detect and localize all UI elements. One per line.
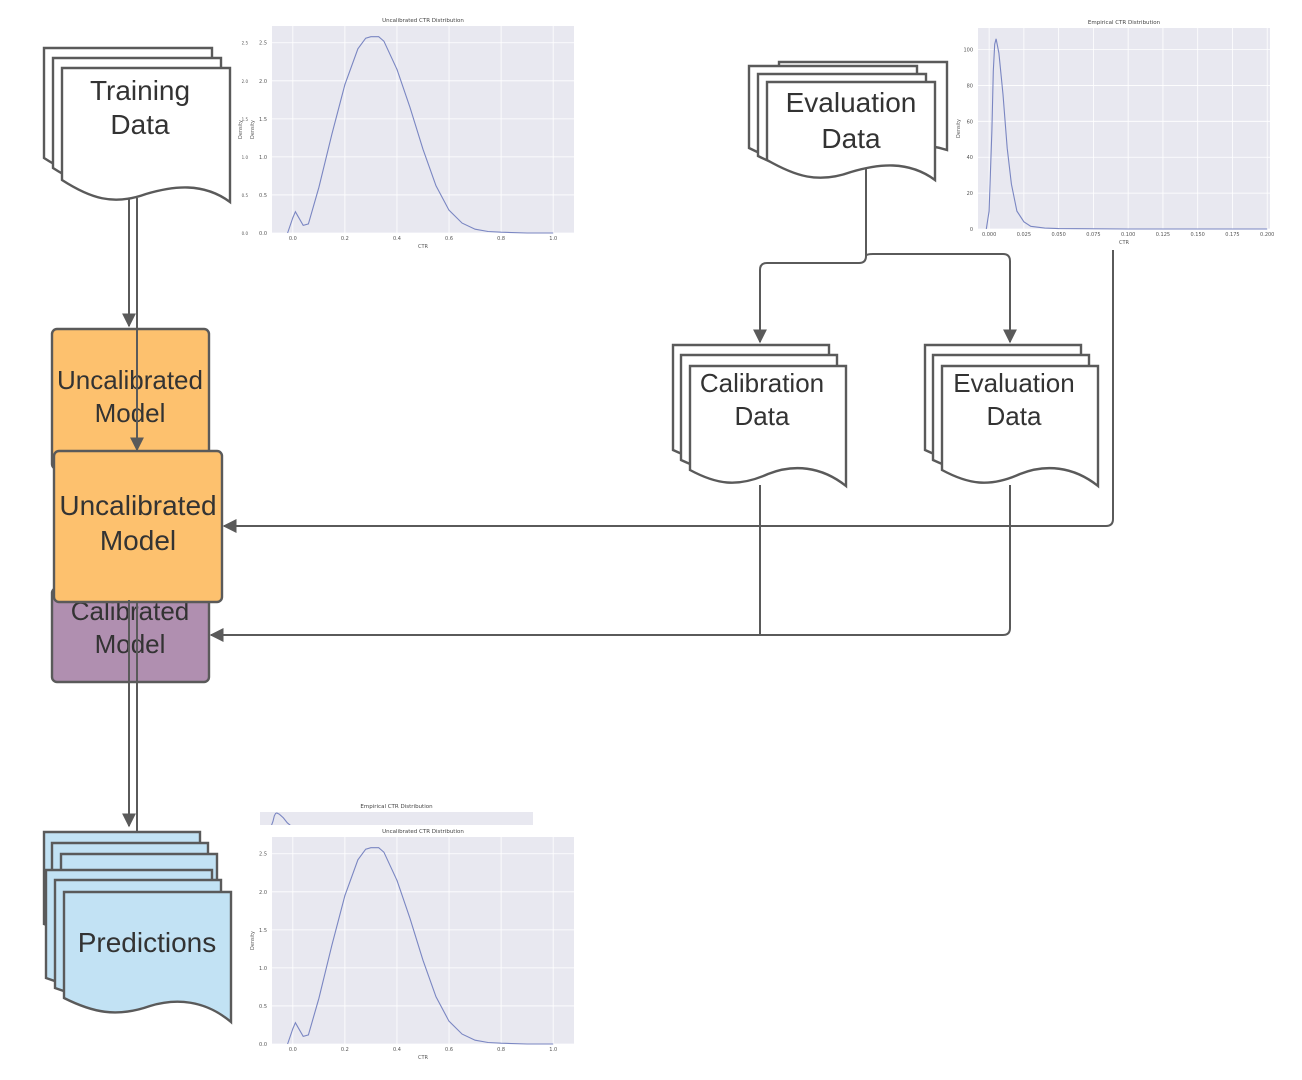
- chart-xtick-label: 0.8: [497, 236, 505, 242]
- chart-title: Uncalibrated CTR Distribution: [382, 18, 464, 24]
- chart-ytick-label-dup: 2.5: [242, 41, 249, 46]
- chart-xtick-label: 0.025: [1017, 232, 1031, 238]
- chart-xtick-label: 0.4: [393, 236, 401, 242]
- chart-ytick-label-dup: 1.0: [242, 155, 249, 160]
- arrow-eval-to-calibration: [753, 165, 867, 344]
- chart-xtick-label: 0.0: [289, 1047, 297, 1053]
- chart-xlabel: CTR: [418, 1055, 429, 1061]
- evaluation-top-sheet-front: [765, 80, 937, 183]
- predictions-node: Predictions: [42, 830, 233, 1025]
- chart-ytick-label: 80: [967, 83, 973, 89]
- chart-ytick-label: 0.0: [259, 1042, 267, 1048]
- connectors-overlay: [128, 329, 144, 866]
- chart-ylabel: Density: [956, 119, 962, 138]
- evaluation-mid-sheet-front: [940, 364, 1100, 489]
- chart-title: Empirical CTR Distribution: [1088, 20, 1161, 26]
- chart-xtick-label: 0.8: [497, 1047, 505, 1053]
- chart-xtick-label: 0.6: [445, 1047, 453, 1053]
- chart-ytick-label: 1.5: [259, 117, 267, 123]
- chart-ytick-label: 60: [967, 119, 973, 125]
- chart-ytick-label: 20: [967, 191, 973, 197]
- chart-xtick-label: 0.175: [1225, 232, 1239, 238]
- connectors: [122, 165, 1114, 868]
- chart-ytick-label: 2.5: [259, 41, 267, 47]
- chart-title: Empirical CTR Distribution: [360, 804, 433, 810]
- chart-ytick-label-dup: 0.5: [242, 193, 249, 198]
- chart-1: Uncalibrated CTR Distribution 0.0 0.2 0.4 0.…: [233, 15, 580, 250]
- chart-ytick-label: 0.5: [259, 193, 267, 199]
- chart-ylabel-dup: Density: [238, 120, 244, 139]
- chart-xtick-label: 0.4: [393, 1047, 401, 1053]
- chart-4: Uncalibrated CTR Distribution 0.0 0.2 0.4 0.…: [233, 825, 580, 1065]
- chart-ylabel: Density: [250, 120, 256, 139]
- chart-ytick-label: 2.5: [259, 852, 267, 858]
- chart-xlabel: CTR: [418, 244, 429, 250]
- chart-ytick-label: 2.0: [259, 79, 267, 85]
- chart-ytick-label: 0.0: [259, 231, 267, 237]
- chart-xtick-label: 1.0: [549, 1047, 557, 1053]
- chart-xtick-label: 0.075: [1086, 232, 1100, 238]
- chart-xtick-label: 0.125: [1156, 232, 1170, 238]
- chart-xtick-label: 0.2: [341, 236, 349, 242]
- chart-ytick-label: 0.5: [259, 1004, 267, 1010]
- chart-xtick-label: 0.050: [1051, 232, 1065, 238]
- chart-ytick-label: 0: [970, 227, 973, 233]
- chart-plot-area: [978, 28, 1270, 229]
- chart-xtick-label: 0.000: [982, 232, 996, 238]
- training-data-sheet-front: [60, 66, 232, 205]
- chart-title: Uncalibrated CTR Distribution: [382, 829, 464, 835]
- chart-ytick-label-dup: 2.0: [242, 79, 249, 84]
- chart-xtick-label: 1.0: [549, 236, 557, 242]
- arrow-chart-to-uncalibrated: [222, 250, 1114, 533]
- chart-xlabel: CTR: [1119, 240, 1130, 246]
- chart-ytick-label: 40: [967, 155, 973, 161]
- predictions-label: Predictions: [78, 927, 217, 958]
- chart-xtick-label: 0.2: [341, 1047, 349, 1053]
- chart-ytick-label: 100: [963, 48, 973, 54]
- chart-2: Empirical CTR Distribution 0.000 0.025 0.05…: [950, 15, 1280, 246]
- chart-xtick-label: 0.0: [289, 236, 297, 242]
- chart-xtick-label: 0.200: [1260, 232, 1274, 238]
- chart-xtick-label: 0.150: [1191, 232, 1205, 238]
- chart-plot-area: [272, 837, 574, 1044]
- charts-layer: Uncalibrated CTR Distribution 0.0 0.2 0.4 0.…: [233, 15, 1280, 1065]
- chart-ytick-label: 1.0: [259, 155, 267, 161]
- arrow-calibration-to-calibrated: [209, 485, 761, 642]
- predictions-sheet-front: [62, 890, 233, 1025]
- chart-ytick-label: 1.0: [259, 966, 267, 972]
- chart-plot-area: [272, 26, 574, 233]
- chart-ytick-label-dup: 1.5: [242, 117, 249, 122]
- chart-xtick-label: 0.100: [1121, 232, 1135, 238]
- arrow-eval-to-evaluation: [865, 253, 1017, 344]
- chart-xtick-label: 0.6: [445, 236, 453, 242]
- calibration-sheet-front: [688, 364, 848, 489]
- chart-ytick-label-dup: 0.0: [242, 231, 249, 236]
- chart-ytick-label: 2.0: [259, 890, 267, 896]
- chart-ytick-label: 1.5: [259, 928, 267, 934]
- arrow-evaluation-to-calibrated: [760, 485, 1011, 636]
- chart-ylabel: Density: [250, 931, 256, 950]
